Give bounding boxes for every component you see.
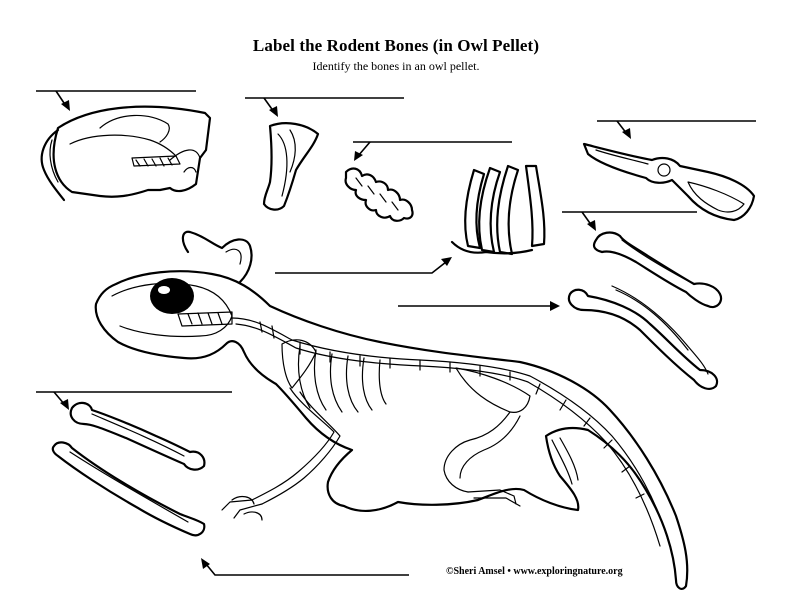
- label-line-scapula[interactable]: [245, 97, 404, 117]
- skull-drawing: [40, 105, 212, 202]
- label-line-femur[interactable]: [562, 211, 697, 231]
- label-line-radius-ulna[interactable]: [201, 558, 409, 576]
- label-line-tibia-fibula[interactable]: [398, 301, 560, 311]
- label-line-vertebrae[interactable]: [353, 141, 512, 161]
- label-line-humerus[interactable]: [36, 391, 232, 410]
- page-subtitle: Identify the bones in an owl pellet.: [312, 59, 480, 73]
- copyright-credit: ©Sheri Amsel • www.exploringnature.org: [446, 566, 623, 577]
- tibia-fibula-drawing: [567, 285, 719, 390]
- humerus-drawing: [69, 401, 206, 471]
- scapula-drawing: [262, 122, 320, 211]
- radius-ulna-drawing: [51, 441, 206, 537]
- label-line-skull[interactable]: [36, 90, 196, 111]
- label-line-pelvis[interactable]: [597, 120, 756, 139]
- pelvis-drawing: [582, 142, 756, 222]
- femur-drawing: [592, 231, 723, 309]
- rodent-skeleton-drawing: [94, 230, 689, 590]
- label-line-ribs[interactable]: [275, 257, 452, 274]
- page-title: Label the Rodent Bones (in Owl Pellet): [252, 36, 540, 55]
- vertebrae-drawing: [344, 167, 414, 222]
- ribs-drawing: [450, 164, 546, 256]
